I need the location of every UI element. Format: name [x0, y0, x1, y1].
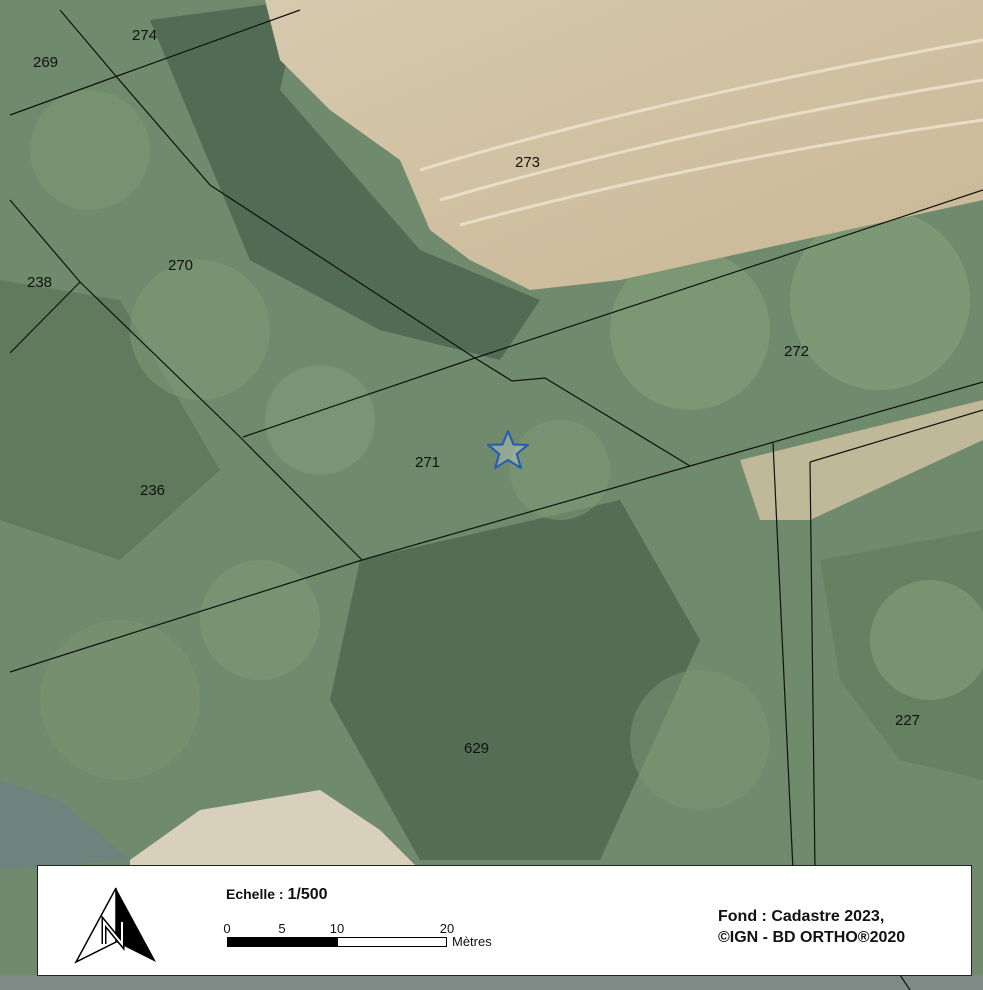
parcel-label-238: 238	[27, 274, 52, 291]
scale-tick-10: 10	[329, 921, 345, 936]
scale-title: Echelle : 1/500	[226, 886, 328, 904]
scale-tick-0: 0	[223, 921, 231, 936]
scale-bar-white	[338, 938, 446, 946]
crop-field	[265, 0, 983, 290]
parcel-label-629: 629	[464, 740, 489, 757]
map-credits: Fond : Cadastre 2023, ©IGN - BD ORTHO®20…	[718, 906, 905, 948]
parcel-label-272: 272	[784, 343, 809, 360]
credit-line-2: ©IGN - BD ORTHO®2020	[718, 929, 906, 946]
star-icon[interactable]	[486, 429, 530, 470]
field-furrows	[419, 38, 983, 227]
parcel-label-274: 274	[132, 27, 157, 44]
clearing	[130, 790, 420, 870]
scale-bar-black	[228, 938, 338, 946]
scale-units: Mètres	[452, 934, 492, 949]
scale-tick-5: 5	[278, 921, 286, 936]
parcel-label-270: 270	[168, 257, 193, 274]
parcel-label-236: 236	[140, 482, 165, 499]
parcel-boundaries	[9, 9, 983, 990]
scale-tick-20: 20	[439, 921, 455, 936]
parcel-label-269: 269	[33, 54, 58, 71]
scale-bar	[227, 937, 447, 947]
road-bottom	[0, 975, 983, 990]
scale-label: Echelle :	[226, 886, 288, 902]
road-area	[0, 780, 130, 870]
parcel-label-273: 273	[515, 154, 540, 171]
credit-line-1: Fond : Cadastre 2023,	[718, 908, 885, 925]
parcel-label-271: 271	[415, 454, 440, 471]
parcel-label-227: 227	[895, 712, 920, 729]
scale-value: 1/500	[287, 886, 328, 903]
north-arrow-icon	[74, 887, 156, 964]
scale-ticks: 0 5 10 20	[222, 921, 482, 937]
field-strip	[740, 400, 983, 520]
map-legend: Echelle : 1/500 0 5 10 20 Mètres Fond : …	[37, 865, 972, 976]
